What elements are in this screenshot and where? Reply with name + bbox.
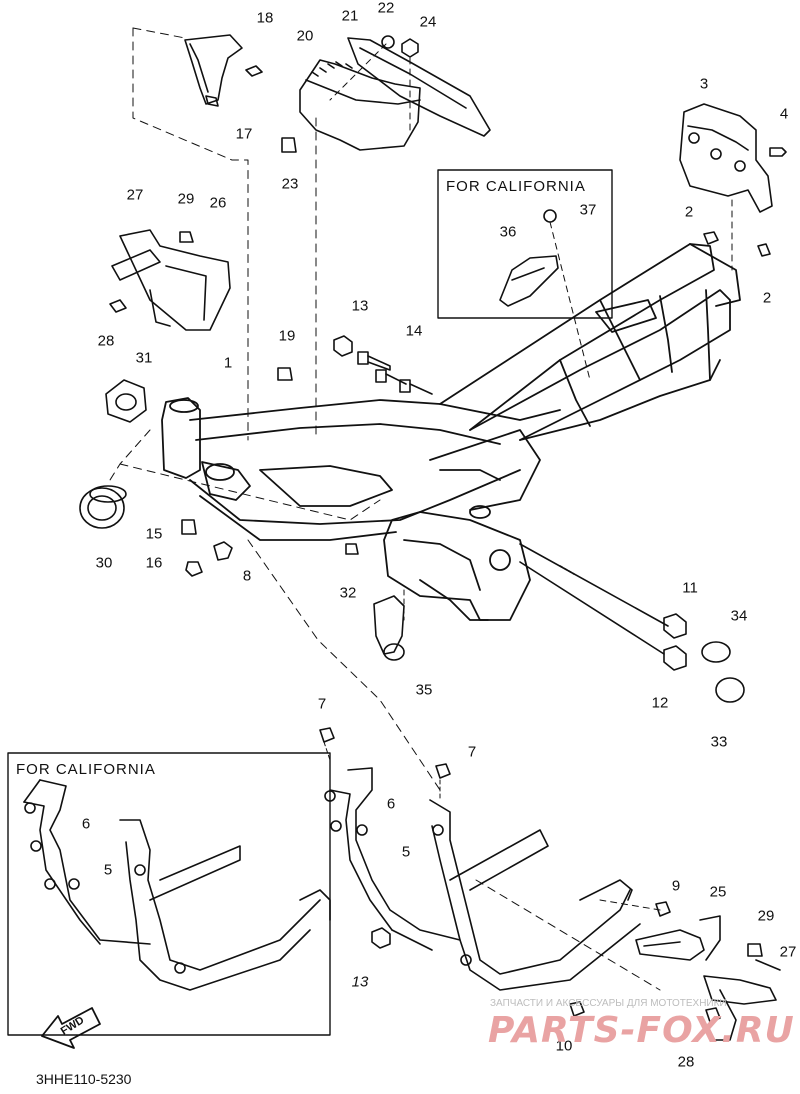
main-frame: [161, 243, 741, 621]
callout-7b: 7: [467, 743, 477, 761]
callout-25: 25: [709, 883, 727, 901]
callout-2a: 2: [684, 203, 694, 221]
cap-33: [715, 677, 745, 703]
bolt-7b: [435, 763, 451, 779]
grommet-29b: [747, 943, 763, 957]
nut-2a: [703, 231, 719, 245]
callout-24: 24: [419, 13, 437, 31]
callout-27a: 27: [126, 186, 144, 204]
callout-32: 32: [339, 584, 357, 602]
callout-28a: 28: [97, 332, 115, 350]
collar-15: [181, 519, 197, 535]
callout-2b: 2: [762, 289, 772, 307]
callout-18: 18: [256, 9, 274, 27]
callout-21: 21: [341, 7, 359, 25]
nut-22: [381, 35, 395, 49]
callout-29b: 29: [757, 907, 775, 925]
bolt-16: [185, 561, 203, 577]
bolt-28b: [705, 1007, 721, 1023]
callout-4: 4: [779, 105, 789, 123]
callout-35: 35: [415, 681, 433, 699]
callout-5a: 5: [103, 861, 113, 879]
nut-12: [663, 645, 687, 671]
callout-31: 31: [135, 349, 153, 367]
callout-1: 1: [223, 354, 233, 372]
watermark-caption: ЗАПЧАСТИ И АКСЕССУАРЫ ДЛЯ МОТОТЕХНИКИ: [490, 998, 727, 1009]
callout-34: 34: [730, 607, 748, 625]
grommet-29a: [179, 231, 194, 243]
california-box-top-title: FOR CALIFORNIA: [446, 178, 586, 195]
callout-27b: 27: [779, 943, 797, 961]
callout-8: 8: [242, 567, 252, 585]
california-box-top: [437, 169, 613, 319]
callout-30: 30: [95, 554, 113, 572]
bolt-10: [569, 1001, 585, 1017]
long-bolt-12: [519, 561, 665, 655]
nut-8: [213, 541, 233, 561]
callout-13b: 13: [351, 973, 369, 991]
callout-14: 14: [405, 322, 423, 340]
callout-16: 16: [145, 554, 163, 572]
nut-11: [663, 613, 687, 639]
callout-7a: 7: [317, 695, 327, 713]
callout-9: 9: [671, 877, 681, 895]
diagram-code: 3HHE110-5230: [36, 1071, 132, 1087]
fwd-arrow-icon: [41, 1007, 101, 1049]
bracket-3: [679, 103, 773, 213]
cap-31: [105, 379, 147, 423]
california-box-bottom: [7, 752, 331, 1036]
callout-22: 22: [377, 0, 395, 17]
callout-29a: 29: [177, 190, 195, 208]
callout-13a: 13: [351, 297, 369, 315]
subframe-standard: [324, 767, 641, 991]
callout-26: 26: [209, 194, 227, 212]
callout-36: 36: [499, 223, 517, 241]
grommet-19: [277, 367, 293, 381]
bracket-17-18: [184, 34, 263, 107]
cap-30: [79, 485, 127, 529]
callout-3: 3: [699, 75, 709, 93]
callout-23: 23: [281, 175, 299, 193]
callout-19: 19: [278, 327, 296, 345]
bracket-35: [373, 595, 405, 661]
bolt-4: [769, 147, 787, 157]
nut-13b: [371, 927, 391, 949]
callout-15: 15: [145, 525, 163, 543]
bracket-26-27: [111, 229, 231, 331]
callout-5b: 5: [401, 843, 411, 861]
bolts-14: [357, 351, 433, 395]
california-box-bottom-title: FOR CALIFORNIA: [16, 761, 156, 778]
callout-6b: 6: [386, 795, 396, 813]
callout-28b: 28: [677, 1053, 695, 1071]
bolt-7a: [319, 727, 335, 743]
nut-13a: [333, 335, 353, 357]
callout-37: 37: [579, 201, 597, 219]
callout-20: 20: [296, 27, 314, 45]
grommet-23: [281, 137, 297, 153]
bolt-37: [543, 209, 557, 223]
subframe-california: [23, 779, 331, 991]
cap-34: [701, 641, 731, 663]
bolt-28a: [109, 299, 127, 313]
callout-6a: 6: [81, 815, 91, 833]
callout-33: 33: [710, 733, 728, 751]
watermark-logo: PARTS-FOX.RU: [488, 1010, 795, 1051]
callout-17: 17: [235, 125, 253, 143]
long-bolt-11: [519, 543, 669, 627]
bracket-36: [499, 255, 559, 307]
callout-11: 11: [682, 579, 698, 597]
cover-20-21: [299, 37, 491, 151]
callout-10: 10: [555, 1037, 573, 1055]
callout-12: 12: [651, 694, 669, 712]
bolt-9: [655, 901, 671, 917]
grommet-32: [345, 543, 359, 555]
bracket-25-27b: [635, 915, 781, 1041]
nut-24: [401, 38, 419, 58]
nut-2b: [757, 243, 771, 257]
